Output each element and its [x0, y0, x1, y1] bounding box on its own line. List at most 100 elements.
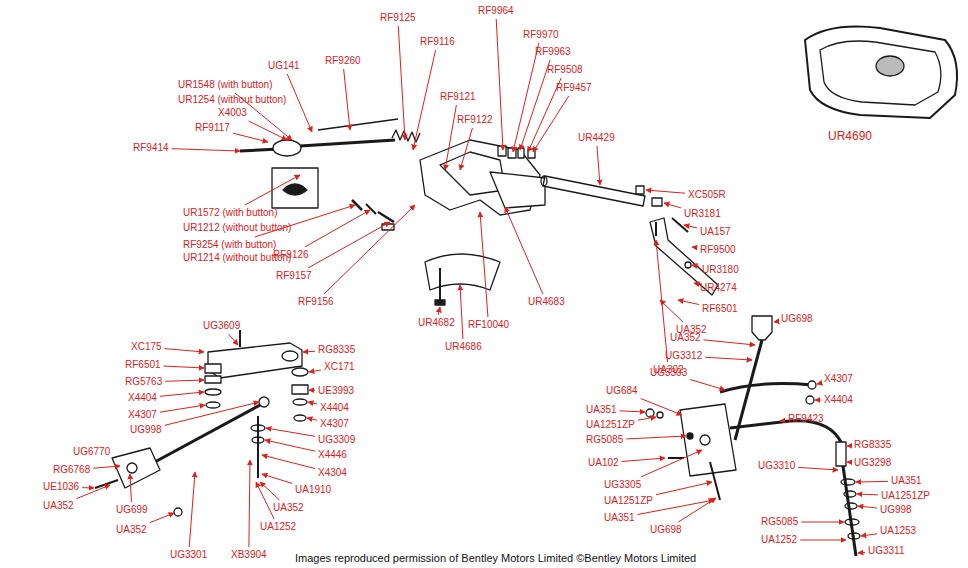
- part-outline: [378, 212, 394, 222]
- part-number: UG684: [606, 385, 638, 397]
- leader-line: [160, 392, 204, 396]
- part-number: UG699: [116, 504, 148, 516]
- part-number: UR4274: [700, 282, 737, 294]
- part-number: UG3305: [604, 479, 641, 491]
- part-number: XB3904: [231, 549, 267, 561]
- part-outline: [752, 316, 772, 340]
- part-number: RF9122: [457, 114, 493, 126]
- part-outline: [293, 399, 307, 405]
- part-number: UR1254 (without button): [178, 94, 286, 106]
- part-number: UA1252: [260, 521, 296, 533]
- part-number: X4404: [320, 402, 349, 414]
- part-number: UR1548 (with button): [178, 79, 273, 91]
- part-number: UA352: [116, 524, 147, 536]
- part-number: UG998: [880, 504, 912, 516]
- part-number: UA352: [273, 502, 304, 514]
- leader-line: [801, 522, 844, 523]
- part-outline: [808, 381, 816, 389]
- part-number: UR1212 (without button): [183, 222, 291, 234]
- part-outline: [252, 437, 264, 443]
- leader-line: [324, 205, 415, 294]
- leader-line: [694, 283, 697, 285]
- part-outline: [292, 368, 308, 376]
- part-number: UG3298: [854, 457, 891, 469]
- part-number: UA1251ZP: [604, 495, 653, 507]
- part-number: RF9260: [325, 55, 361, 67]
- leader-line: [165, 380, 204, 381]
- part-number: UG698: [781, 313, 813, 325]
- part-outline: [657, 412, 663, 418]
- part-number: RF9125: [380, 12, 416, 24]
- leader-line: [641, 399, 682, 415]
- part-number: RF9964: [478, 5, 514, 17]
- leader-line: [165, 402, 259, 425]
- part-number: UG6770: [73, 446, 110, 458]
- leader-line: [307, 418, 317, 420]
- part-number: RG5085: [761, 516, 798, 528]
- leader-line: [646, 190, 685, 193]
- part-number: UE3993: [318, 385, 354, 397]
- part-number: RG8335: [854, 439, 891, 451]
- leader-line: [77, 485, 110, 499]
- part-number: RG6768: [53, 464, 90, 476]
- part-number: RF9508: [547, 64, 583, 76]
- part-outline: [292, 385, 308, 394]
- part-number: RG8335: [318, 344, 355, 356]
- leader-line: [165, 349, 204, 352]
- part-outline: [140, 404, 262, 470]
- leader-line: [692, 265, 699, 266]
- part-number: RF9500: [700, 244, 736, 256]
- part-outline: [710, 462, 720, 500]
- leader-line: [305, 210, 370, 247]
- part-number: RF9423: [788, 413, 824, 425]
- leader-line: [303, 351, 315, 353]
- part-outline: [646, 409, 654, 417]
- leader-line: [309, 370, 321, 372]
- part-number: UG3301: [170, 549, 207, 561]
- part-number: RG5763: [125, 376, 162, 388]
- leader-line: [287, 74, 312, 132]
- part-number: UA102: [588, 457, 619, 469]
- part-number: UA1251ZP: [881, 490, 930, 502]
- leader-line: [309, 390, 315, 391]
- part-number: UG3609: [203, 320, 240, 332]
- part-outline: [112, 448, 160, 488]
- part-outline: [636, 186, 644, 194]
- leader-line: [847, 462, 851, 463]
- leader-line: [641, 450, 702, 477]
- part-outline: [518, 148, 524, 158]
- part-outline: [845, 519, 859, 525]
- leader-line: [780, 420, 785, 421]
- part-number: UR4686: [445, 341, 482, 353]
- part-number: UA157: [700, 226, 731, 238]
- leader-line: [82, 487, 94, 488]
- leader-line: [861, 534, 877, 536]
- leader-line: [505, 207, 543, 294]
- leader-line: [496, 19, 503, 150]
- part-number: UA1253: [880, 525, 916, 537]
- part-number: UA1252: [761, 534, 797, 546]
- part-number: XC175: [131, 341, 162, 353]
- leader-line: [815, 400, 821, 401]
- part-number: UG3309: [318, 434, 355, 446]
- leader-line: [344, 69, 350, 130]
- part-outline: [844, 491, 856, 497]
- part-number: XC171: [324, 361, 355, 373]
- leader-line: [774, 321, 778, 323]
- part-number: X4307: [128, 409, 157, 421]
- part-number: UA1251ZP: [586, 419, 635, 431]
- part-outline: [318, 119, 398, 130]
- part-outline: [508, 148, 516, 158]
- part-outline: [543, 176, 645, 206]
- part-number: UE1036: [43, 481, 79, 493]
- part-number: UR4682: [418, 317, 455, 329]
- part-number: UR4429: [578, 132, 615, 144]
- part-number: RF9117: [195, 122, 230, 134]
- leader-line: [260, 482, 280, 500]
- leader-line: [266, 428, 315, 436]
- part-number: UA351: [604, 512, 635, 524]
- part-outline: [251, 425, 265, 431]
- leader-line: [172, 149, 240, 151]
